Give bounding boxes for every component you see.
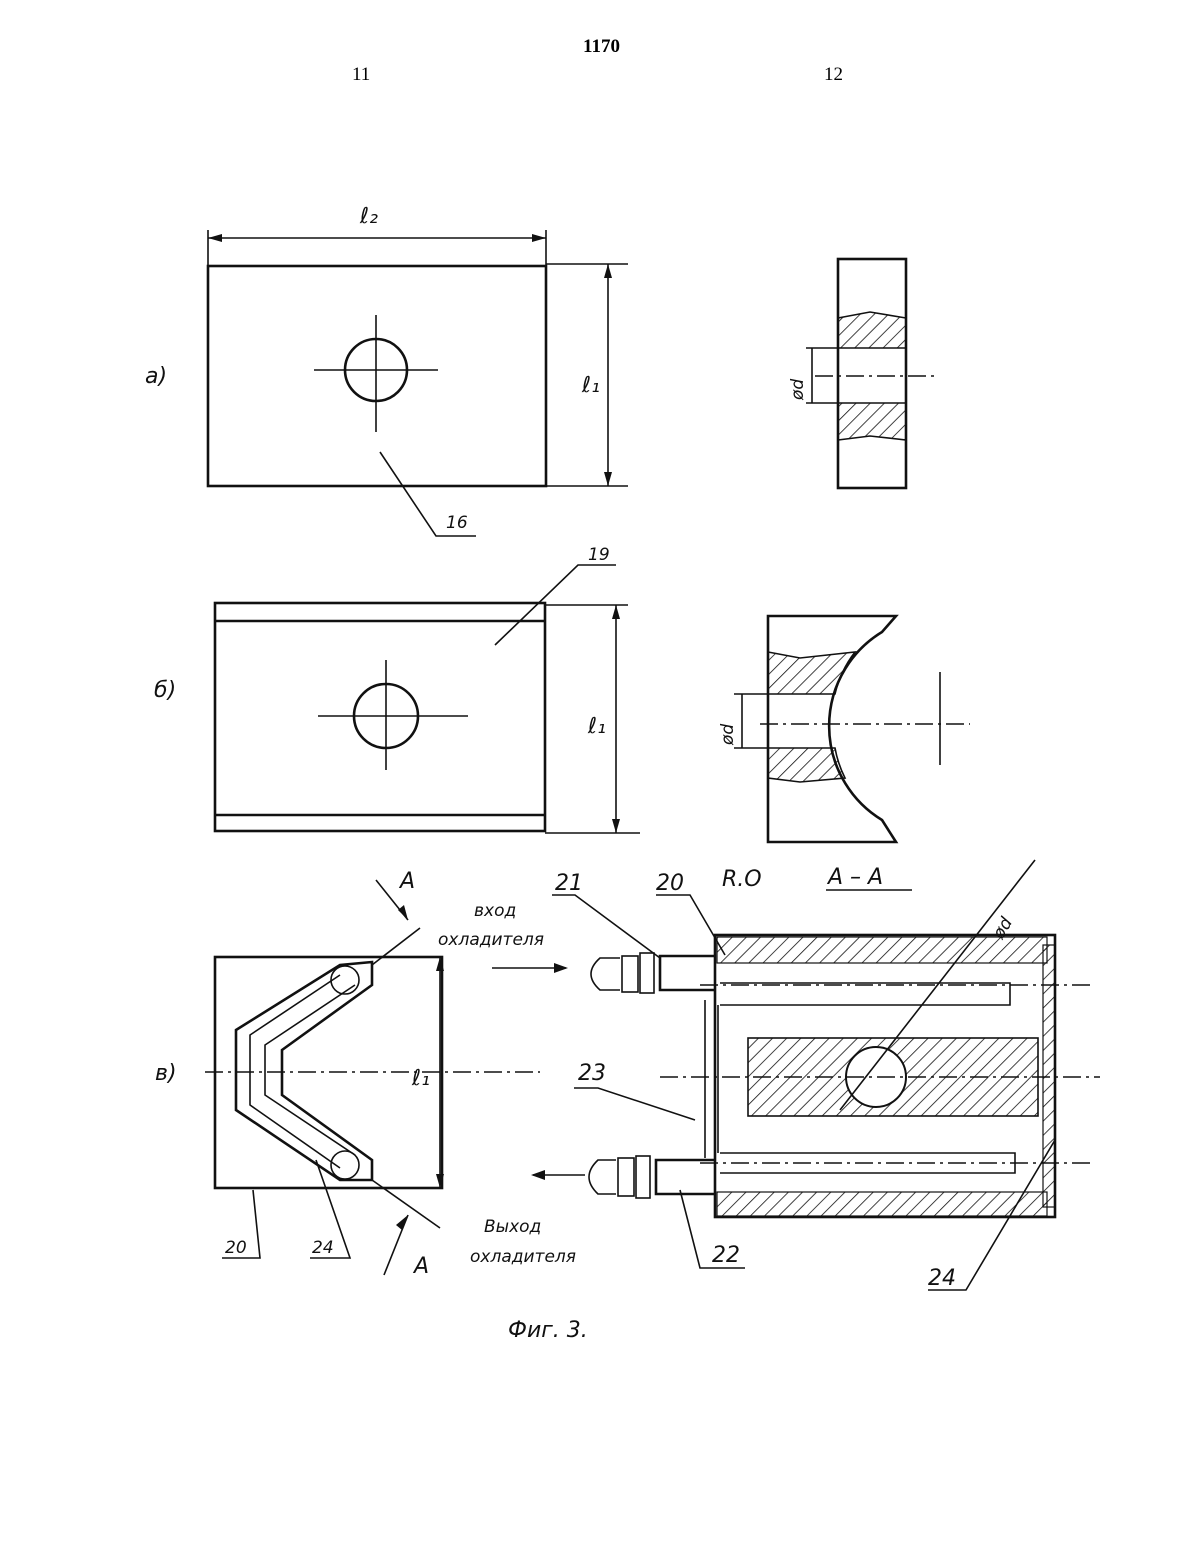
ref-22-label: 22	[712, 1243, 740, 1268]
scale-note: R.O	[722, 867, 762, 892]
section-a-outline	[838, 259, 906, 488]
view-b-label: б)	[154, 678, 176, 703]
ref-20-label: 20	[656, 871, 684, 896]
plate-b-outline	[215, 603, 545, 831]
assembly-section	[552, 860, 1100, 1290]
view-b	[215, 565, 640, 833]
inlet-label-2: охладителя	[438, 930, 544, 950]
dim-l1-label-a: ℓ₁	[581, 373, 600, 398]
view-a-label: а)	[145, 364, 167, 389]
section-a	[806, 259, 935, 488]
ref-23-label: 23	[578, 1061, 606, 1086]
section-mark-bottom: A	[412, 1254, 429, 1279]
leader-23	[574, 1088, 695, 1120]
section-mark-top: A	[398, 869, 415, 894]
outlet-label-1: Выход	[484, 1217, 541, 1237]
cooling-channel-outer	[236, 962, 372, 1180]
view-a	[208, 230, 628, 536]
ref-19-label: 19	[588, 545, 610, 565]
plate-a-outline	[208, 266, 546, 486]
section-title: A – A	[826, 865, 883, 890]
fitting-22	[656, 1160, 715, 1194]
figure-caption: Фиг. 3.	[508, 1318, 588, 1343]
dim-d-label-a: ød	[788, 379, 808, 401]
ref-21-label: 21	[555, 871, 583, 896]
dim-l1-label-c: ℓ₁	[411, 1066, 430, 1091]
view-c-label: в)	[155, 1061, 177, 1086]
ref-24-c-label: 24	[312, 1238, 334, 1258]
dim-l1-label-b: ℓ₁	[587, 714, 606, 739]
inlet-label-1: вход	[474, 901, 516, 921]
outlet-label-2: охладителя	[470, 1247, 576, 1267]
dim-d-label-b: ød	[718, 724, 738, 746]
ref-24-label: 24	[928, 1266, 956, 1291]
section-b-outline	[768, 616, 896, 842]
ref-20-c-label: 20	[225, 1238, 247, 1258]
leader-21	[552, 895, 660, 958]
dim-l2-label: ℓ₂	[359, 204, 378, 229]
section-b	[734, 616, 970, 842]
ref-16-label: 16	[446, 513, 468, 533]
